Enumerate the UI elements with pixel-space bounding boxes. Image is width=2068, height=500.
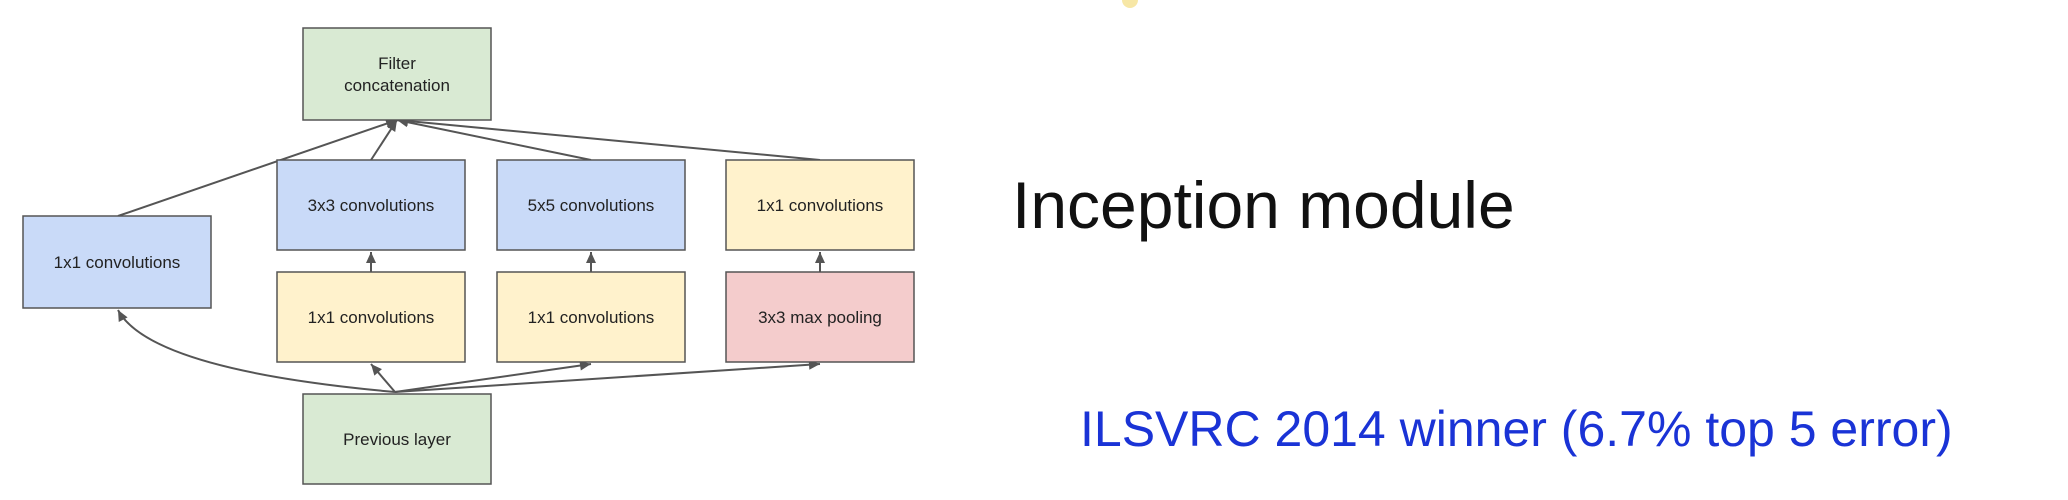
node-label: Previous layer [343, 430, 451, 449]
diagram-nodes: Filter concatenation 1x1 convolutions 3x3 c… [22, 27, 915, 485]
node-label: 1x1 convolutions [308, 308, 435, 327]
node-box [302, 27, 492, 121]
node-label: 3x3 convolutions [308, 196, 435, 215]
node-conv3x3: 3x3 convolutions [276, 159, 466, 251]
node-filter-concat: Filter concatenation [302, 27, 492, 121]
edge-1x1-to-concat [117, 119, 398, 217]
node-maxpool3x3: 3x3 max pooling [725, 271, 915, 363]
node-label: 1x1 convolutions [757, 196, 884, 215]
edge-reduce5x5-to-conv5x5-arrowhead [586, 252, 596, 263]
node-box [276, 271, 466, 363]
corner-decoration [1122, 0, 1138, 8]
edge-previous-to-reduce3x3-arrowhead [371, 364, 382, 376]
node-label: 3x3 max pooling [758, 308, 882, 327]
node-label: 1x1 convolutions [54, 253, 181, 272]
node-conv5x5: 5x5 convolutions [496, 159, 686, 251]
edge-conv3x3-to-concat-arrowhead [386, 120, 397, 132]
node-label: Filter [378, 54, 416, 73]
node-previous-layer: Previous layer [302, 393, 492, 485]
node-label: concatenation [344, 76, 450, 95]
edge-previous-to-1x1 [117, 309, 396, 393]
node-box [496, 271, 686, 363]
node-reduce5x5-1x1: 1x1 convolutions [496, 271, 686, 363]
inception-diagram: Filter concatenation 1x1 convolutions 3x3 c… [22, 27, 915, 485]
node-box [22, 215, 212, 309]
edge-projection-to-concat [396, 119, 821, 161]
edge-maxpool-to-projection-arrowhead [815, 252, 825, 263]
edge-previous-to-reduce5x5 [394, 363, 592, 393]
node-box [725, 159, 915, 251]
node-reduce3x3-1x1: 1x1 convolutions [276, 271, 466, 363]
node-pool-proj-1x1: 1x1 convolutions [725, 159, 915, 251]
node-box [725, 271, 915, 363]
diagram-edges [117, 116, 825, 393]
edge-previous-to-maxpool [394, 363, 821, 393]
edge-previous-to-1x1-arrowhead [118, 310, 128, 323]
node-box [276, 159, 466, 251]
slide-caption: ILSVRC 2014 winner (6.7% top 5 error) [1080, 401, 1953, 457]
node-branch1-1x1: 1x1 convolutions [22, 215, 212, 309]
node-box [496, 159, 686, 251]
node-box [302, 393, 492, 485]
node-label: 5x5 convolutions [528, 196, 655, 215]
edge-conv5x5-to-concat [396, 119, 592, 161]
node-label: 1x1 convolutions [528, 308, 655, 327]
edge-reduce3x3-to-conv3x3-arrowhead [366, 252, 376, 263]
edge-previous-to-reduce5x5-arrowhead [579, 360, 591, 371]
slide-heading: Inception module [1012, 168, 1515, 242]
